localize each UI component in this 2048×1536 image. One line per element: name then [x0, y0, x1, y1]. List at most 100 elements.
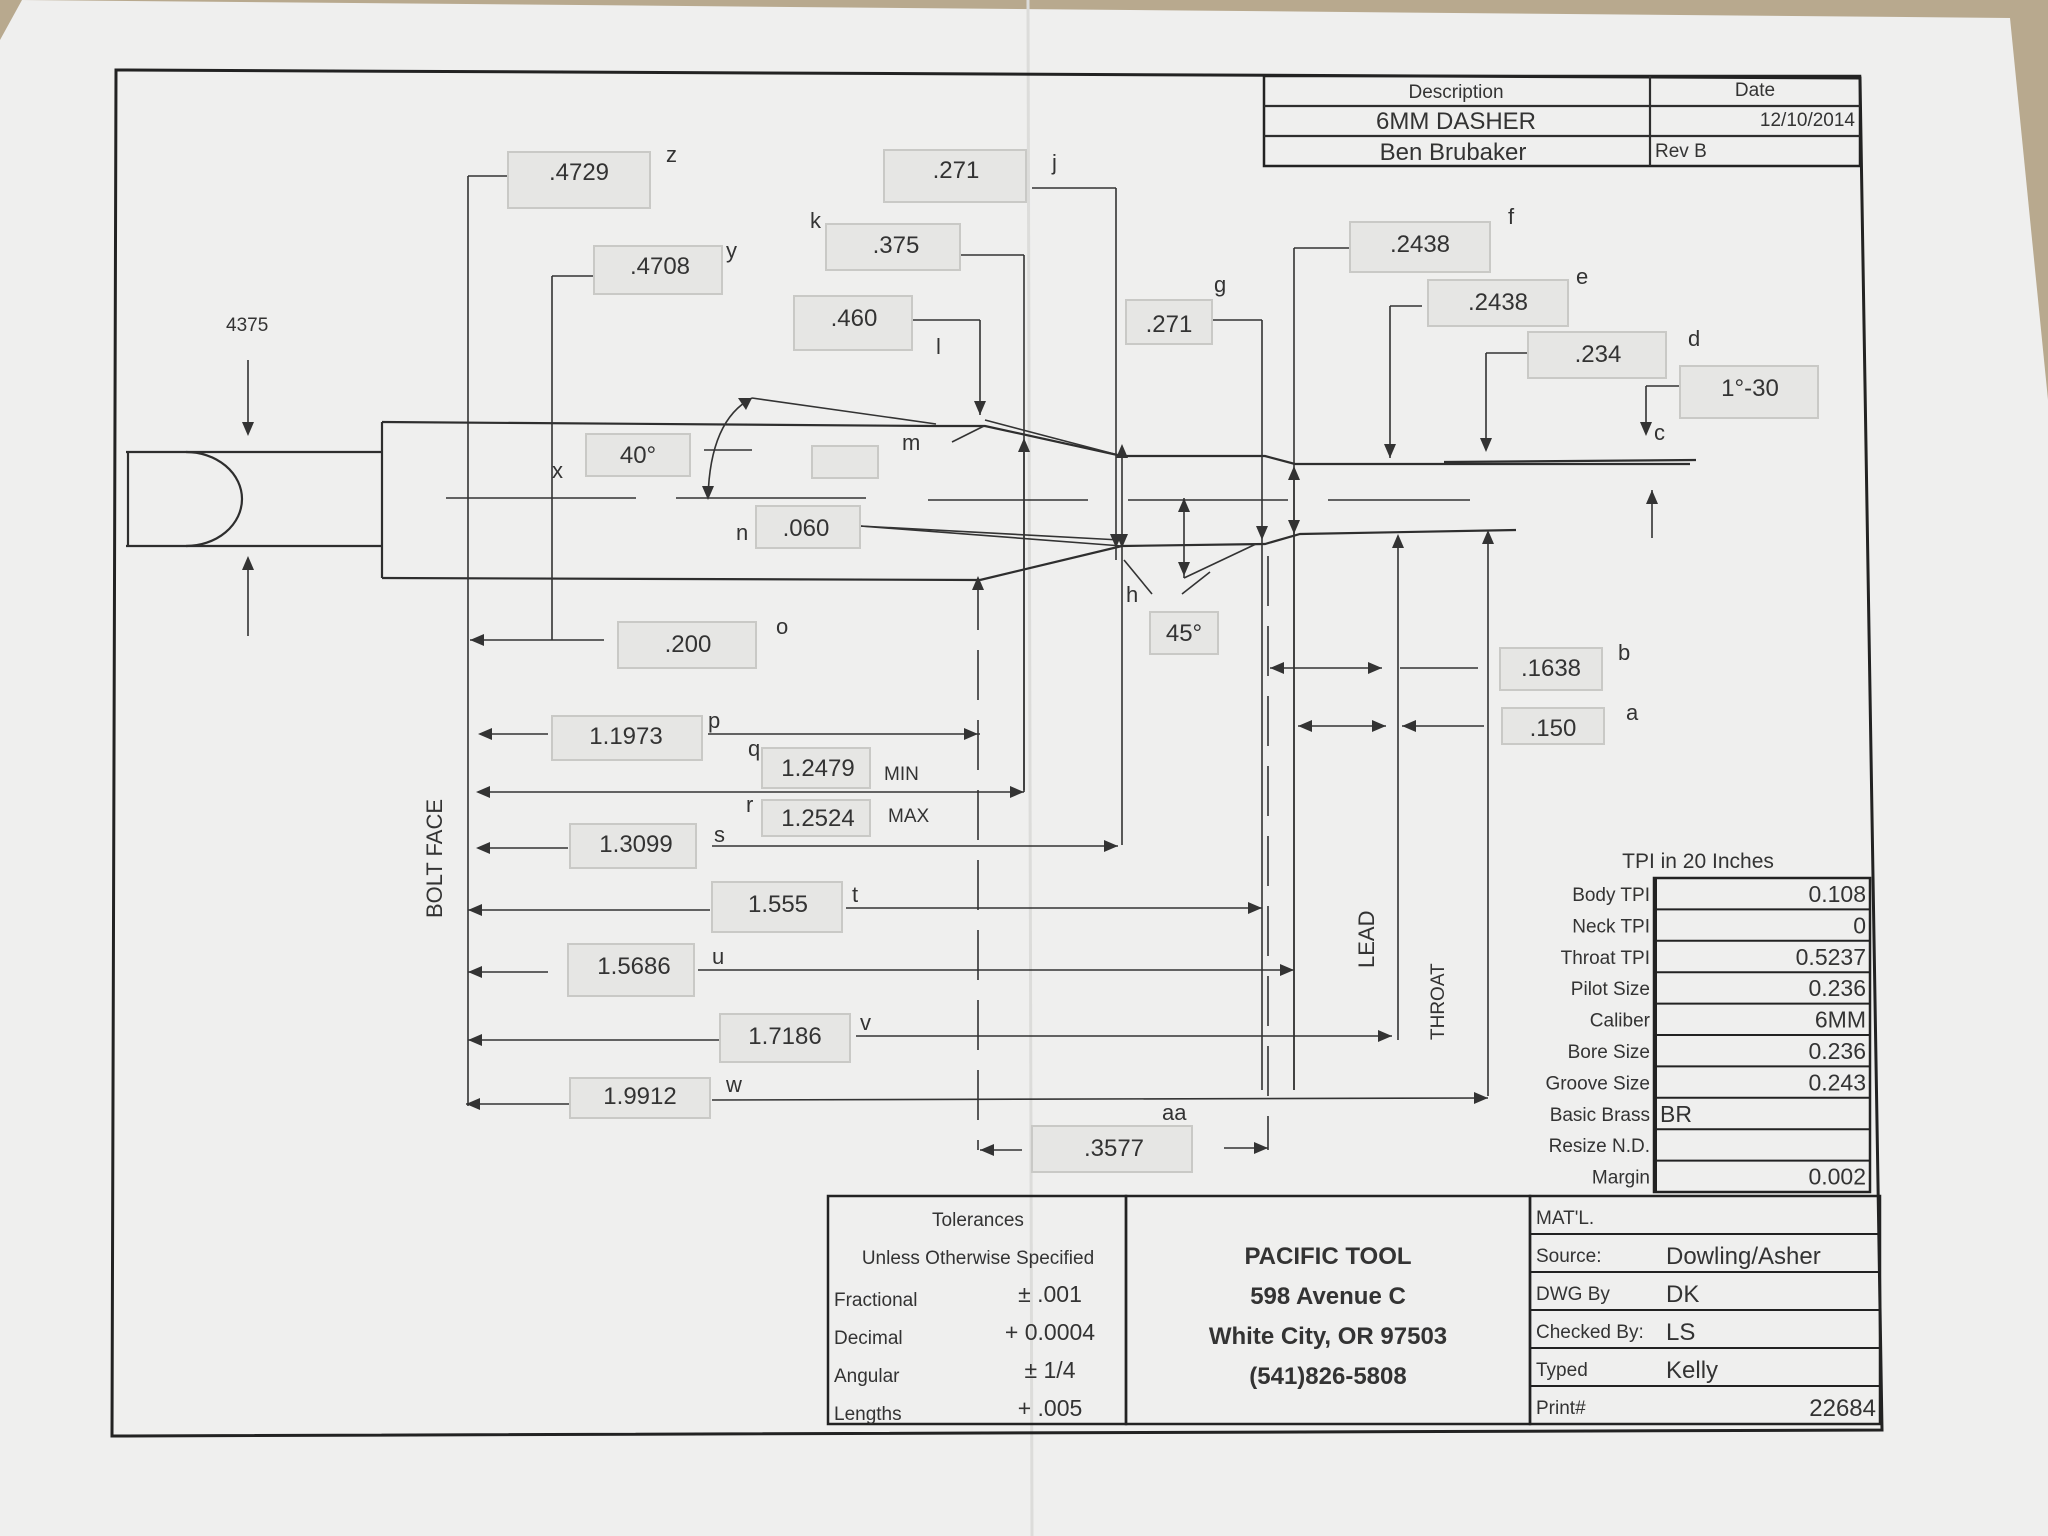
dim-m-box [811, 445, 879, 479]
dimension-value-boxes: .4729 z .4708 y 4375 .271 j .375 k .460 … [226, 142, 1819, 1173]
dim-d-box [1527, 331, 1667, 379]
dim-a-box [1501, 707, 1605, 745]
dim-d-value: .234 [1575, 341, 1622, 368]
tpi-row-label: Caliber [1590, 1011, 1651, 1032]
dim-g-letter: g [1214, 272, 1226, 297]
signoff-label: DWG By [1536, 1284, 1610, 1305]
chamber-outline [126, 419, 1697, 582]
dim-y-value: .4708 [630, 253, 690, 280]
angle-45-value: 45° [1166, 620, 1202, 647]
dim-z-letter: z [666, 142, 677, 167]
dim-k-box [825, 223, 961, 271]
tolerances-subtitle: Unless Otherwise Specified [862, 1248, 1094, 1269]
dim-k-value: .375 [873, 232, 920, 259]
dim-a-letter: a [1626, 700, 1639, 725]
tpi-row-label: Bore Size [1568, 1042, 1650, 1063]
dim-r-value: 1.2524 [781, 805, 854, 832]
dim-t-letter: t [852, 882, 858, 907]
dim-w-letter: w [725, 1072, 742, 1097]
dim-v-value: 1.7186 [748, 1023, 821, 1050]
tpi-row-label: Pilot Size [1571, 979, 1650, 1000]
tpi-row-value: 0.5237 [1796, 944, 1866, 970]
company-name: PACIFIC TOOL [1244, 1243, 1411, 1270]
dim-l-box [793, 295, 913, 351]
tpi-row-value: 0 [1853, 912, 1866, 938]
signoff-value: LS [1666, 1319, 1695, 1346]
dim-a-value: .150 [1530, 715, 1577, 742]
tpi-row-label: Margin [1592, 1168, 1650, 1189]
dim-g-value: .271 [1146, 311, 1193, 338]
revision: Rev B [1655, 141, 1707, 162]
dim-x-letter: x [552, 458, 563, 483]
dim-y-letter: y [726, 238, 737, 263]
dim-p-value: 1.1973 [589, 723, 662, 750]
angle-40-value: 40° [620, 442, 656, 469]
dim-o-letter: o [776, 614, 788, 639]
date-header: Date [1735, 80, 1775, 101]
tpi-table-title: TPI in 20 Inches [1622, 850, 1774, 873]
description-header: Description [1408, 82, 1503, 103]
tpi-row-value: 6MM [1815, 1007, 1866, 1033]
company-phone: (541)826-5808 [1249, 1363, 1406, 1390]
dim-q-value: 1.2479 [781, 755, 854, 782]
company-address: 598 Avenue C [1250, 1283, 1406, 1310]
dim-k-letter: k [810, 208, 822, 233]
signoff-label: MAT'L. [1536, 1208, 1594, 1229]
dim-c-letter: c [1654, 420, 1665, 445]
tpi-row-label: Throat TPI [1561, 948, 1650, 969]
dim-u-box [567, 943, 695, 997]
tpi-row-value: BR [1660, 1101, 1692, 1127]
dim-v-letter: v [860, 1010, 871, 1035]
dim-e-box [1427, 279, 1569, 327]
tpi-row-label: Neck TPI [1572, 916, 1650, 937]
title-block: Description Date 6MM DASHER 12/10/2014 B… [1262, 74, 1862, 168]
dim-j-box [883, 149, 1027, 203]
tpi-row-label: Groove Size [1545, 1073, 1650, 1094]
dim-p-letter: p [708, 708, 720, 733]
dim-n-value: .060 [783, 515, 830, 542]
description-value: 6MM DASHER [1376, 108, 1536, 135]
dim-r-letter: r [746, 792, 753, 817]
dim-e-letter: e [1576, 264, 1588, 289]
tpi-row-label: Resize N.D. [1549, 1136, 1650, 1157]
dim-j-value: .271 [933, 157, 980, 184]
dim-z-value: .4729 [549, 159, 609, 186]
dim-f-letter: f [1508, 204, 1515, 229]
signoff-value: Dowling/Asher [1666, 1243, 1821, 1270]
dim-r-box [761, 799, 871, 837]
tolerances-title: Tolerances [932, 1210, 1024, 1231]
dim-p-box [551, 715, 703, 761]
dim-y-box [593, 245, 723, 295]
company-city: White City, OR 97503 [1209, 1323, 1447, 1350]
angle-40-box [585, 433, 691, 477]
tolerance-label: Decimal [834, 1328, 903, 1349]
dim-o-value: .200 [665, 631, 712, 658]
angle-45-box [1149, 611, 1219, 655]
dim-f-value: .2438 [1390, 231, 1450, 258]
dim-m-letter: m [902, 430, 920, 455]
tolerance-label: Angular [834, 1366, 900, 1387]
dim-q-box [761, 747, 871, 789]
tpi-row-value: 0.002 [1808, 1164, 1866, 1190]
tolerance-value: + 0.0004 [1005, 1319, 1095, 1345]
dim-b-value: .1638 [1521, 655, 1581, 682]
dim-s-value: 1.3099 [599, 831, 672, 858]
dim-h-letter: h [1126, 582, 1138, 607]
signoff-label: Source: [1536, 1246, 1601, 1267]
tolerances-block: Tolerances Unless Otherwise Specified Fr… [826, 1194, 1128, 1426]
dim-c-angle: 1°-30 [1721, 375, 1779, 402]
dim-aa-box [1031, 1125, 1193, 1173]
dim-r-note: MAX [888, 806, 930, 827]
dim-s-letter: s [714, 822, 725, 847]
signoff-value: Kelly [1666, 1357, 1718, 1384]
dim-w-box [569, 1077, 711, 1119]
lead-label: LEAD [1354, 911, 1379, 968]
tolerance-label: Fractional [834, 1290, 917, 1311]
customer-name: Ben Brubaker [1380, 139, 1527, 166]
date-value: 12/10/2014 [1760, 110, 1856, 131]
dim-s-box [569, 823, 697, 869]
tolerance-value: ± 1/4 [1025, 1357, 1076, 1383]
